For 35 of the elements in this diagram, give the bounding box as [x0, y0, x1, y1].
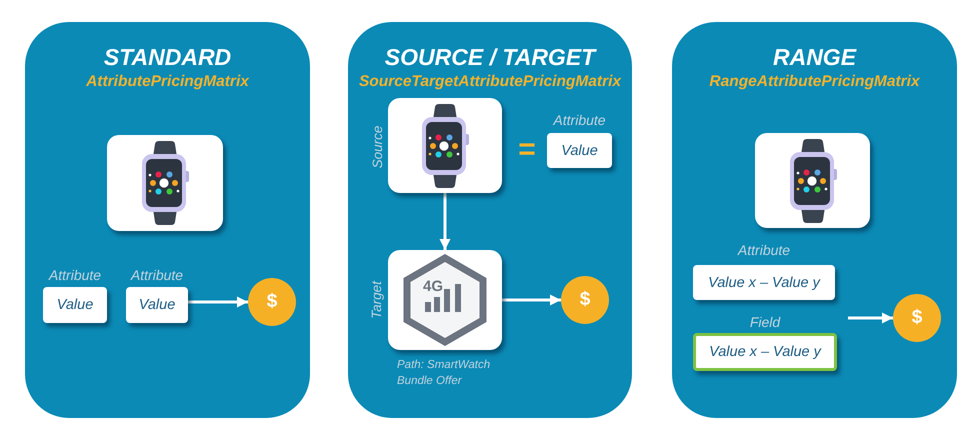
image-card	[388, 98, 502, 193]
network-label: 4G	[423, 279, 444, 295]
arrow	[502, 294, 561, 306]
value-field: Value	[43, 287, 107, 323]
panel-title: SOURCE / TARGET	[384, 44, 596, 70]
vertical-label: Target	[369, 281, 385, 319]
node-label: Path: SmartWatch Bundle Offer	[397, 358, 492, 389]
arrow	[440, 193, 450, 250]
price-coin: $	[248, 278, 296, 326]
value-field: Value	[126, 287, 188, 323]
vertical-label: Source	[370, 126, 386, 168]
panel	[672, 22, 957, 418]
field-label: Attribute	[48, 266, 102, 284]
field-label: Attribute	[553, 111, 606, 129]
panel-subtitle: SourceTargetAttributePricingMatrix	[358, 73, 622, 91]
panel-subtitle: RangeAttributePricingMatrix	[709, 73, 920, 91]
image-card	[755, 133, 870, 228]
value-field: Value x – Value y	[693, 333, 837, 371]
panel	[25, 22, 310, 418]
equals-sign: =	[518, 135, 536, 165]
field-label: Attribute	[738, 241, 790, 259]
value-field: Value	[547, 133, 612, 168]
panel-subtitle: AttributePricingMatrix	[86, 73, 249, 91]
arrow	[188, 296, 248, 308]
price-coin: $	[893, 294, 941, 342]
image-card	[388, 250, 502, 350]
price-coin: $	[561, 276, 609, 324]
image-card	[107, 135, 223, 231]
field-label: Field	[750, 313, 780, 331]
arrow	[848, 312, 893, 324]
field-label: Attribute	[130, 266, 184, 284]
panel	[348, 22, 632, 418]
panel-title: STANDARD	[104, 44, 232, 70]
value-field: Value x – Value y	[693, 265, 835, 300]
panel-title: RANGE	[772, 44, 856, 70]
